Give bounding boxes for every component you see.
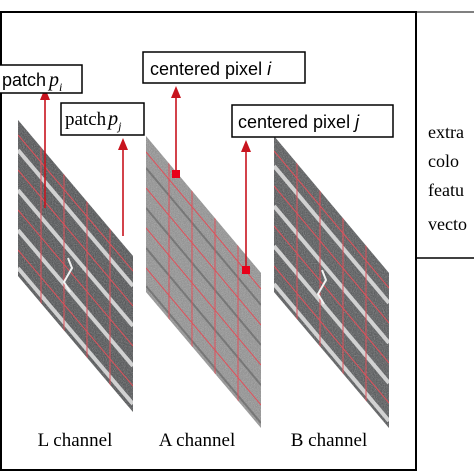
patch-j-label-box xyxy=(60,102,145,136)
patch-i-prefix: patch xyxy=(2,70,46,90)
patch-j-var: p xyxy=(106,108,118,130)
patch-i-label-box xyxy=(0,64,83,94)
pixel-i-text: centered pixel xyxy=(150,59,267,79)
svg-text:centered pixel j: centered pixel j xyxy=(238,112,360,132)
a-channel-dark-stripes xyxy=(146,167,261,424)
patch-j-prefix: patch xyxy=(65,109,107,130)
side-text-line-3: featu xyxy=(428,180,464,200)
pixel-j-text: centered pixel xyxy=(238,112,355,132)
patch-i-sub: i xyxy=(59,80,62,94)
b-channel-caption: B channel xyxy=(291,430,368,451)
side-text-line-1: extra xyxy=(428,122,464,142)
pixel-j-var: j xyxy=(352,112,360,132)
pixel-j-label: centered pixel j xyxy=(231,104,394,138)
pixel-i-label: centered pixel i xyxy=(142,51,306,84)
b-channel-white-stripes xyxy=(274,164,389,423)
b-channel-crack xyxy=(316,269,328,305)
pixel-i-var: i xyxy=(267,59,272,79)
pixel-j-marker xyxy=(242,266,250,274)
l-channel-crack xyxy=(62,257,74,293)
l-channel-caption: L channel xyxy=(38,430,113,451)
side-panel-text: extra colo featu vecto xyxy=(428,122,467,234)
main-frame xyxy=(0,11,417,471)
leader-lines xyxy=(40,86,251,266)
patch-j-arrowhead xyxy=(118,138,128,150)
pixel-i-marker xyxy=(172,170,180,178)
a-channel-caption: A channel xyxy=(159,430,236,451)
pixel-i-label-box xyxy=(142,51,306,84)
side-text-line-2: colo xyxy=(428,151,459,171)
pixel-j-label-box xyxy=(231,104,394,138)
l-channel-panel xyxy=(18,120,133,412)
patch-i-arrowhead xyxy=(40,88,50,100)
l-channel-white-stripes xyxy=(18,148,133,406)
pixel-j-arrowhead xyxy=(241,140,251,152)
a-channel-panel xyxy=(146,136,261,428)
b-channel-panel xyxy=(274,136,389,428)
side-text-line-4: vecto xyxy=(428,214,467,234)
patch-i-var: p xyxy=(47,69,59,91)
pixel-i-arrowhead xyxy=(171,86,181,98)
svg-text:centered pixel i: centered pixel i xyxy=(150,59,272,79)
patch-j-sub: j xyxy=(116,119,122,133)
